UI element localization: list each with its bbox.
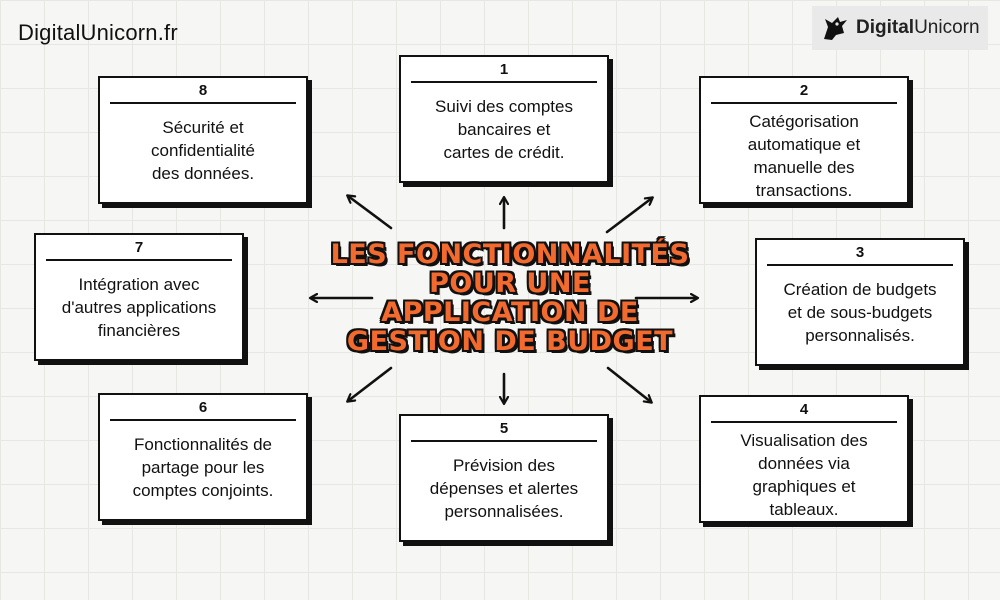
feature-text: Fonctionnalités de partage pour les comp… [132,435,274,500]
feature-number: 8 [198,82,208,99]
arrow-to-card-4 [606,366,651,402]
divider [110,419,296,421]
feature-card-2: 2 Catégorisation automatique et manuelle… [699,76,909,204]
divider [46,259,232,261]
diagram-title: LES FONCTIONNALITÉS POUR UNE APPLICATION… [330,239,690,357]
arrow-to-card-6 [348,366,393,401]
feature-number: 2 [799,82,809,99]
feature-text: Intégration avec d'autres applications f… [61,275,217,340]
logo-text: DigitalUnicorn [856,17,980,38]
divider [711,102,897,104]
divider [411,81,597,83]
brand-logo: DigitalUnicorn [812,6,988,50]
feature-card-1: 1 Suivi des comptes bancaires et cartes … [399,55,609,183]
divider [767,264,953,266]
divider [110,102,296,104]
feature-text: Prévision des dépenses et alertes person… [429,456,579,521]
divider [711,421,897,423]
divider [411,440,597,442]
arrow-to-card-8 [348,196,393,230]
feature-text: Sécurité et confidentialité des données. [151,118,255,183]
feature-card-8: 8 Sécurité et confidentialité des donnée… [98,76,308,204]
site-url: DigitalUnicorn.fr [18,20,178,45]
feature-text: Création de budgets et de sous-budgets p… [783,280,937,345]
unicorn-icon [824,17,847,40]
feature-number: 3 [855,244,865,261]
arrow-to-card-2 [605,198,652,234]
feature-text: Suivi des comptes bancaires et cartes de… [435,97,573,162]
feature-card-7: 7 Intégration avec d'autres applications… [34,233,244,361]
feature-number: 6 [198,399,208,416]
feature-number: 4 [799,401,809,418]
feature-card-3: 3 Création de budgets et de sous-budgets… [755,238,965,366]
feature-number: 1 [499,61,509,78]
feature-text: Catégorisation automatique et manuelle d… [747,112,861,200]
feature-number: 7 [134,239,144,256]
feature-card-6: 6 Fonctionnalités de partage pour les co… [98,393,308,521]
feature-card-4: 4 Visualisation des données via graphiqu… [699,395,909,523]
feature-text: Visualisation des données via graphiques… [740,431,868,519]
feature-number: 5 [499,420,509,437]
feature-card-5: 5 Prévision des dépenses et alertes pers… [399,414,609,542]
